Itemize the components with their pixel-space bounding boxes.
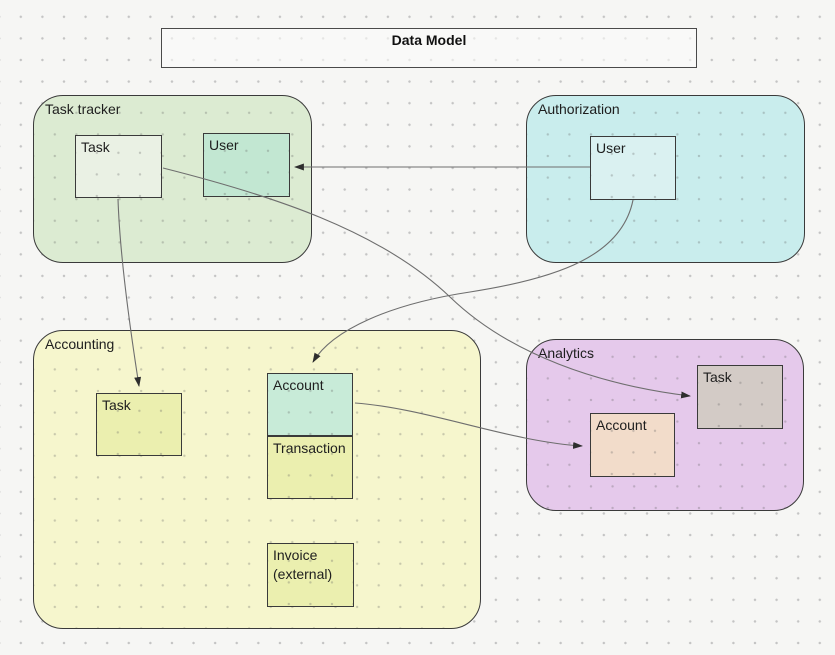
title-box[interactable]: Data Model	[161, 28, 697, 68]
entity-task-tracker-task-label: Task	[81, 139, 110, 155]
entity-task-tracker-user-label: User	[209, 137, 239, 153]
container-task-tracker-label: Task tracker	[45, 101, 121, 117]
entity-accounting-invoice-label: Invoice (external)	[273, 547, 333, 582]
entity-accounting-invoice[interactable]: Invoice (external)	[267, 543, 354, 607]
entity-accounting-transaction[interactable]: Transaction	[267, 436, 353, 499]
container-accounting-label: Accounting	[45, 336, 115, 352]
entity-analytics-task-label: Task	[703, 369, 732, 385]
container-accounting[interactable]: Accounting	[33, 330, 481, 629]
diagram-title: Data Model	[391, 32, 467, 48]
entity-authorization-user[interactable]: User	[590, 136, 676, 200]
entity-authorization-user-label: User	[596, 140, 626, 156]
connector-auth-user-to-acc-account[interactable]	[312, 199, 634, 363]
entity-task-tracker-user[interactable]: User	[203, 133, 290, 197]
entity-analytics-account-label: Account	[596, 417, 647, 433]
entity-accounting-account-label: Account	[273, 377, 324, 393]
connector-tt-task-to-acc-task[interactable]	[117, 198, 142, 387]
entity-analytics-task[interactable]: Task	[697, 365, 783, 429]
entity-task-tracker-task[interactable]: Task	[75, 135, 162, 198]
connector-acc-account-to-ana-account[interactable]	[354, 402, 583, 449]
entity-accounting-task[interactable]: Task	[96, 393, 182, 456]
container-analytics-label: Analytics	[538, 345, 595, 361]
container-authorization-label: Authorization	[538, 101, 620, 117]
entity-accounting-transaction-label: Transaction	[273, 440, 346, 456]
entity-accounting-task-label: Task	[102, 397, 131, 413]
connector-tt-task-to-ana-task[interactable]	[162, 167, 691, 399]
entity-analytics-account[interactable]: Account	[590, 413, 675, 477]
entity-accounting-account[interactable]: Account	[267, 373, 353, 436]
